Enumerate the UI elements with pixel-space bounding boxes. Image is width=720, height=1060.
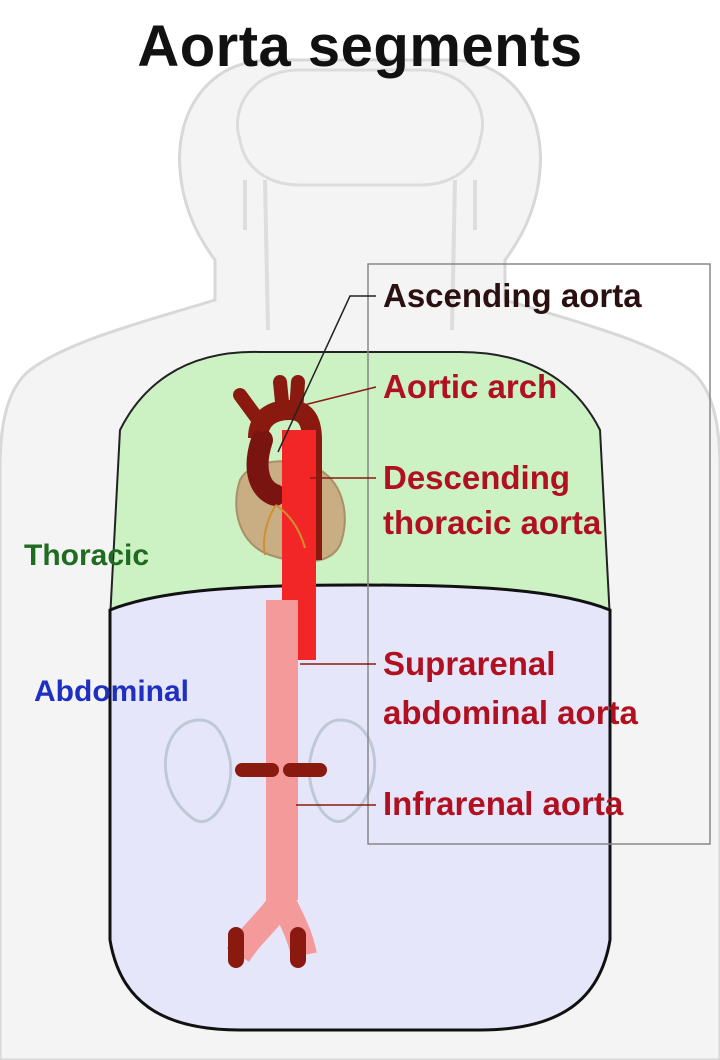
label-ascending-aorta: Ascending aorta — [383, 277, 642, 314]
label-thoracic-region: Thoracic — [24, 539, 150, 572]
leader-arch — [299, 386, 377, 407]
label-box — [367, 263, 711, 845]
brain-outline — [236, 68, 484, 187]
ascending-aorta-vessel — [246, 429, 286, 506]
label-descending-line2: thoracic aorta — [383, 504, 602, 541]
leader-ascending — [277, 295, 376, 453]
left-kidney — [163, 718, 233, 824]
neck-vessels — [243, 179, 477, 331]
diagram-title: Aorta segments — [137, 14, 583, 79]
right-kidney — [307, 718, 377, 824]
abdominal-aorta-vessel — [266, 600, 298, 900]
label-abdominal-region: Abdominal — [34, 675, 189, 708]
thoracic-region — [108, 350, 612, 621]
coronary-arteries — [263, 504, 306, 556]
iliac-arteries — [228, 927, 306, 968]
label-descending-line1: Descending — [383, 459, 571, 496]
arch-branches — [233, 375, 305, 432]
leader-lines — [277, 295, 377, 806]
label-suprarenal-line1: Suprarenal — [383, 645, 556, 682]
label-infrarenal-aorta: Infrarenal aorta — [383, 785, 624, 822]
label-suprarenal-line2: abdominal aorta — [383, 694, 638, 731]
label-aortic-arch: Aortic arch — [383, 368, 558, 405]
